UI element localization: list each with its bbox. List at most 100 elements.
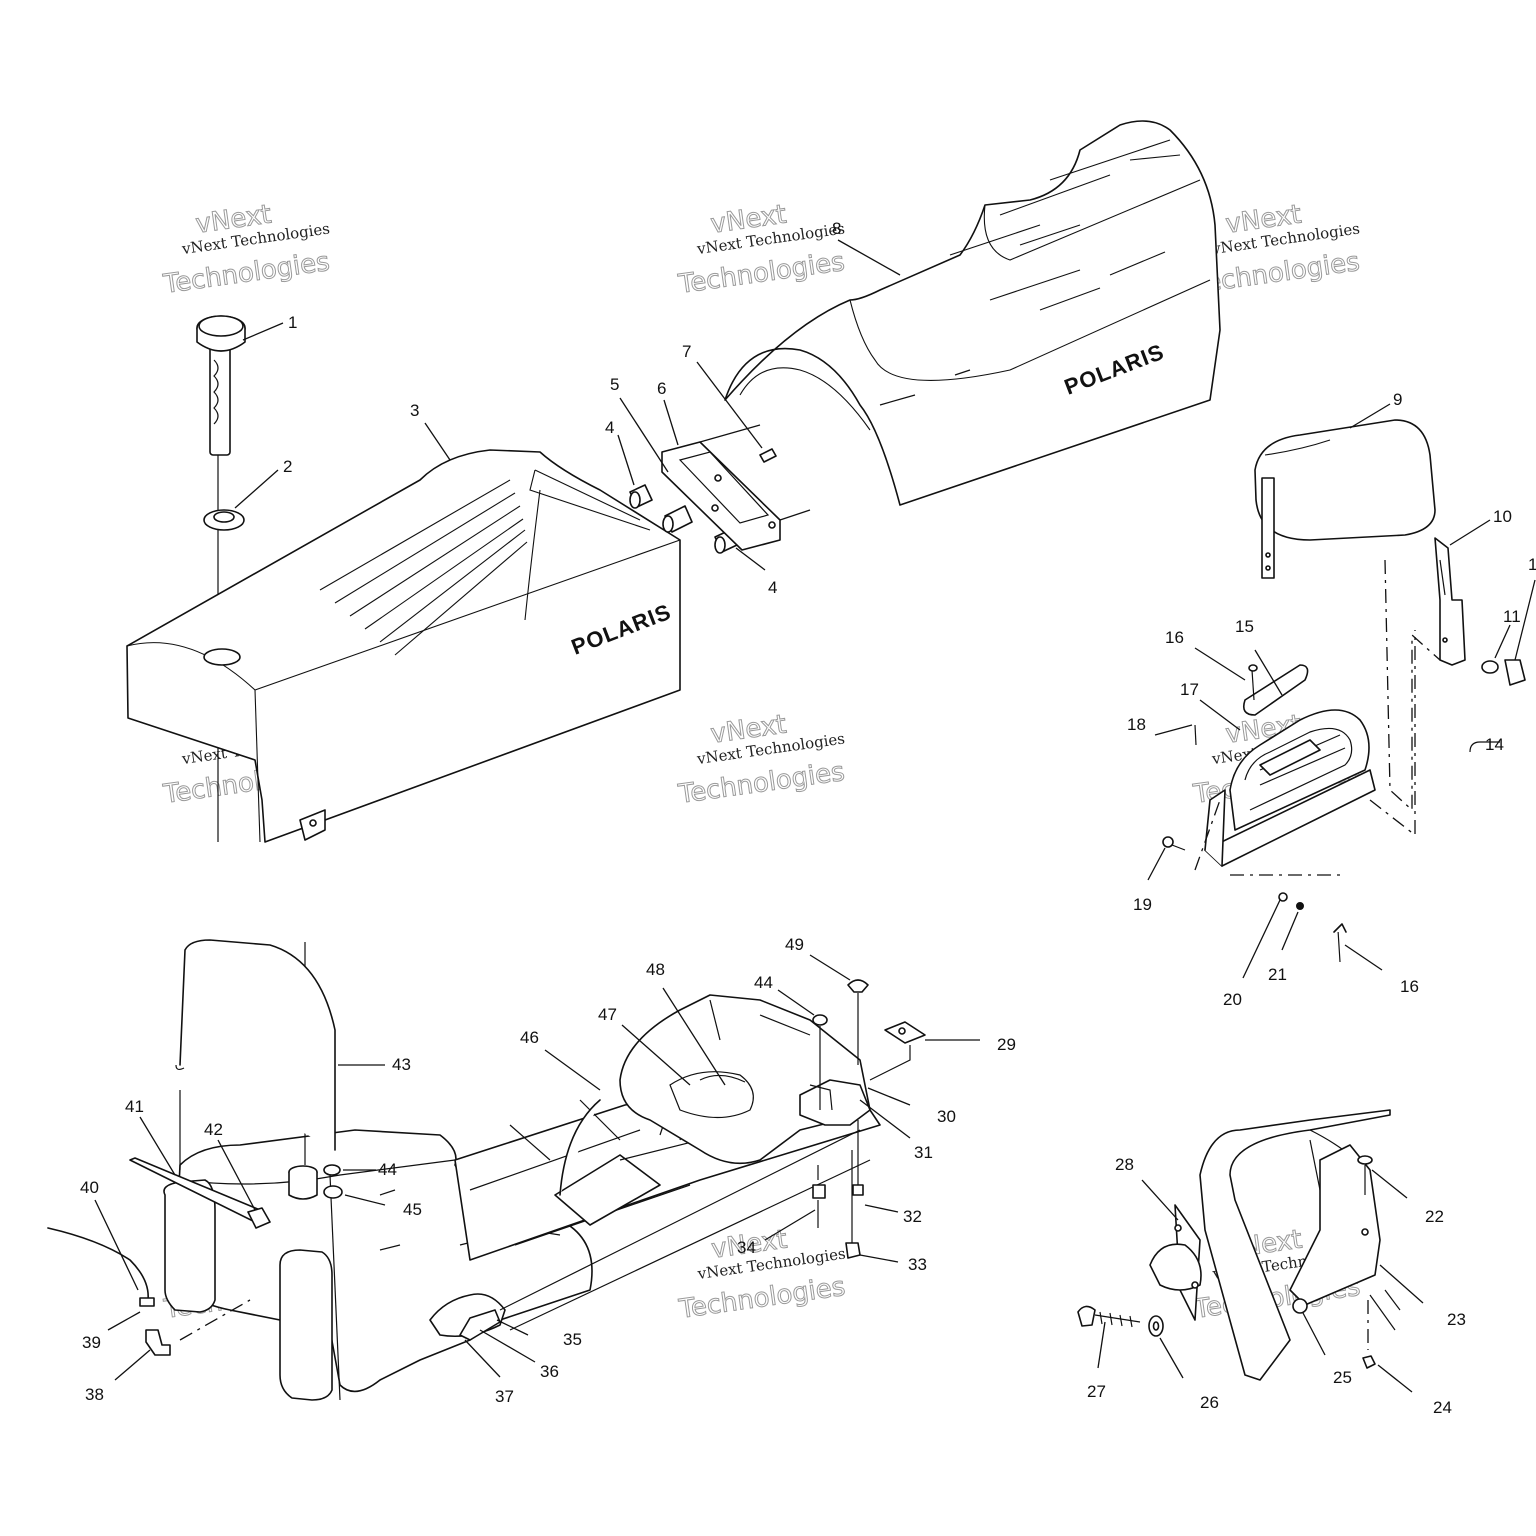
callout-28: 28 — [1115, 1155, 1134, 1174]
elbow-fitting-38 — [145, 1299, 251, 1356]
callout-16-top: 16 — [1165, 628, 1184, 647]
callout-2: 2 — [283, 457, 292, 476]
callout-22: 22 — [1425, 1207, 1444, 1226]
callout-19: 19 — [1133, 895, 1152, 914]
callout-44-right: 44 — [754, 973, 773, 992]
callout-33: 33 — [908, 1255, 927, 1274]
callout-9: 9 — [1393, 390, 1402, 409]
mount-bracket-29 — [869, 1021, 926, 1081]
bolt-32 — [852, 1120, 864, 1196]
callout-29: 29 — [997, 1035, 1016, 1054]
callout-47: 47 — [598, 1005, 617, 1024]
nut-24 — [1362, 1300, 1376, 1369]
callout-34: 34 — [737, 1238, 756, 1257]
console-47 — [619, 994, 871, 1165]
callout-30: 30 — [937, 1107, 956, 1126]
callout-35: 35 — [563, 1330, 582, 1349]
callout-48: 48 — [646, 960, 665, 979]
callout-23: 23 — [1447, 1310, 1466, 1329]
callout-7: 7 — [682, 342, 691, 361]
callout-3: 3 — [410, 401, 419, 420]
callout-21: 21 — [1268, 965, 1287, 984]
watermark-bottom-center: vNext vNext Technologies Technologies — [676, 1224, 848, 1325]
backrest-support-handle — [1434, 537, 1466, 666]
seat-bolt — [662, 505, 693, 533]
callout-37: 37 — [495, 1387, 514, 1406]
nut-21 — [1296, 902, 1304, 910]
callout-11: 11 — [1503, 607, 1521, 626]
hose-clamp-39 — [139, 1297, 155, 1307]
callout-43: 43 — [392, 1055, 411, 1074]
watermark-top-left: vNext vNext Technologies Technologies — [160, 199, 332, 300]
fuel-cap-grommet — [203, 509, 245, 531]
front-seat: POLARIS — [126, 449, 681, 843]
callout-15: 15 — [1235, 617, 1254, 636]
callout-49: 49 — [785, 935, 804, 954]
callout-32: 32 — [903, 1207, 922, 1226]
tank-side-pad-left — [163, 1179, 216, 1313]
callout-46: 46 — [520, 1028, 539, 1047]
screw-18 — [1194, 724, 1197, 746]
callout-20: 20 — [1223, 990, 1242, 1009]
callout-5: 5 — [610, 375, 619, 394]
fuel-sender-36 — [459, 1309, 501, 1341]
bracket-screw — [759, 448, 777, 463]
callout-1: 1 — [288, 313, 297, 332]
washer-26 — [1148, 1315, 1164, 1337]
grab-handle — [1242, 664, 1309, 716]
backrest-pad — [1254, 419, 1436, 541]
callout-40: 40 — [80, 1178, 99, 1197]
bolt-33 — [845, 1150, 861, 1259]
callout-26: 26 — [1200, 1393, 1219, 1412]
callout-18: 18 — [1127, 715, 1146, 734]
rivet-lower — [1333, 923, 1347, 963]
rivet-upper — [1248, 664, 1258, 701]
callout-4-top: 4 — [605, 418, 614, 437]
callout-27: 27 — [1087, 1382, 1106, 1401]
callout-25: 25 — [1333, 1368, 1352, 1387]
screw-22 — [1357, 1155, 1373, 1195]
callout-31: 31 — [914, 1143, 933, 1162]
callout-44-left: 44 — [378, 1160, 397, 1179]
tank-side-pad-right — [279, 1249, 333, 1401]
rear-rack-bracket — [1194, 709, 1376, 876]
leader-lines — [94, 239, 1536, 1393]
bumper-mount-28 — [1149, 1204, 1202, 1321]
callout-41: 41 — [125, 1097, 144, 1116]
hose-40 — [47, 1227, 149, 1301]
callout-6: 6 — [657, 379, 666, 398]
tank-nut-45 — [323, 1185, 343, 1199]
fuel-filler-cap — [196, 315, 246, 842]
backrest-fasteners — [1469, 659, 1526, 753]
backrest-frame-outline — [1384, 559, 1441, 812]
callout-10: 10 — [1493, 507, 1512, 526]
callout-36: 36 — [540, 1362, 559, 1381]
mount-block-30 — [799, 1079, 871, 1126]
backrest-frame-outline-lower — [1369, 630, 1416, 837]
callout-24: 24 — [1433, 1398, 1452, 1417]
rear-seat: POLARIS — [724, 120, 1221, 506]
seat-mounting-bracket — [661, 424, 811, 551]
backrest-left-strap — [1261, 477, 1275, 579]
bolt-34 — [812, 1165, 826, 1228]
vent-hose-43 — [175, 939, 336, 1151]
bumper-bracket-23 — [1289, 1144, 1401, 1331]
callout-8: 8 — [832, 219, 841, 238]
watermark-top-center: vNext vNext Technologies Technologies — [675, 199, 847, 300]
callout-17: 17 — [1180, 680, 1199, 699]
callout-39: 39 — [82, 1333, 101, 1352]
screw-49 — [847, 979, 869, 1065]
callout-42: 42 — [204, 1120, 223, 1139]
washer-44 — [812, 1014, 828, 1110]
callout-16-bottom: 16 — [1400, 977, 1419, 996]
watermark-mid-center: vNext vNext Technologies Technologies — [675, 709, 847, 810]
washer-20 — [1278, 892, 1288, 902]
seat-spacer-upper — [629, 484, 653, 509]
callout-38: 38 — [85, 1385, 104, 1404]
nut-25 — [1292, 1298, 1308, 1314]
tank-rubber-grommet-44 — [323, 1164, 341, 1176]
bolt-19 — [1162, 836, 1186, 851]
callout-4-bottom: 4 — [768, 578, 777, 597]
